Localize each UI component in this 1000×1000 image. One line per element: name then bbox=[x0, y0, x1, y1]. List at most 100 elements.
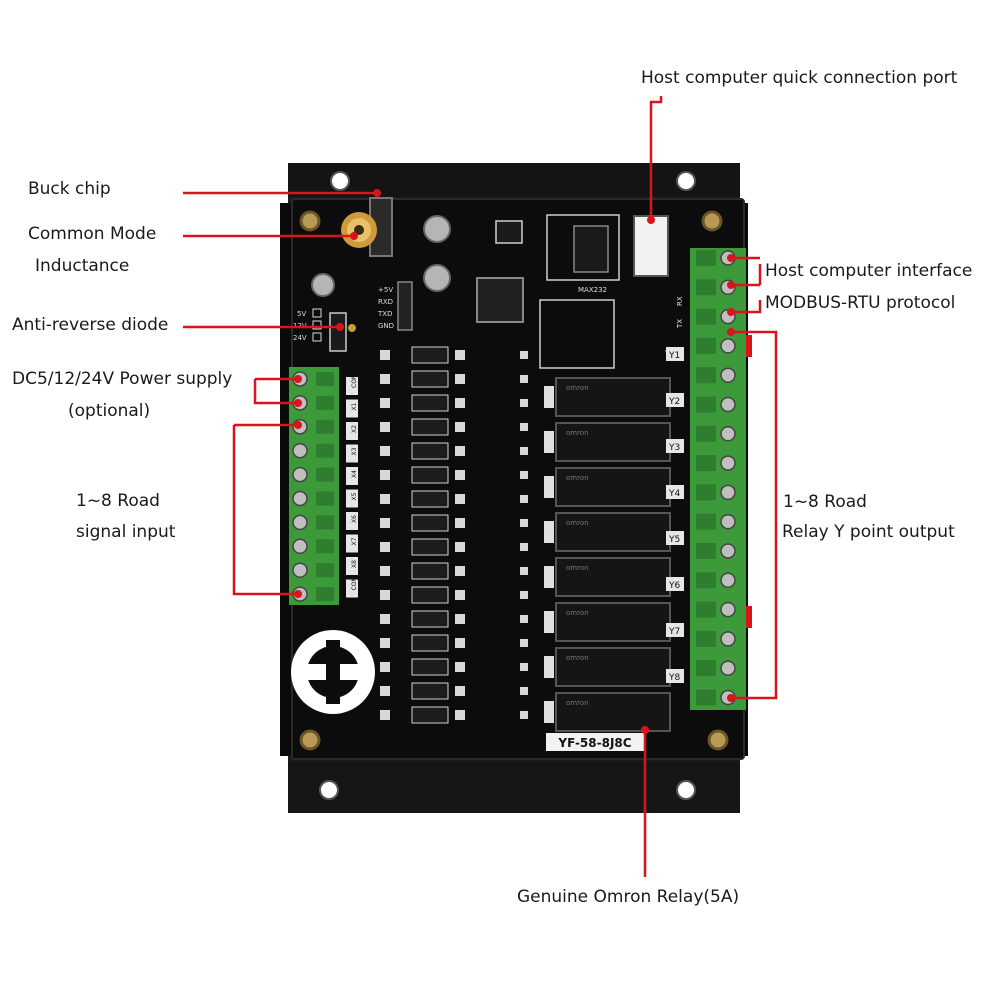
optocoupler bbox=[411, 418, 449, 436]
pin-5v-text: +5V bbox=[378, 286, 393, 294]
input-wire-slot bbox=[316, 372, 334, 386]
red-clip-top bbox=[746, 335, 752, 357]
omron-relay bbox=[555, 602, 671, 642]
output-label-plate bbox=[666, 439, 684, 453]
label-modbus: MODBUS-RTU protocol bbox=[765, 293, 956, 313]
host-quick-connector bbox=[633, 215, 669, 277]
label-inductance: Inductance bbox=[35, 256, 130, 276]
anti-reverse-diode bbox=[329, 312, 356, 352]
output-label-text: Y7 bbox=[668, 627, 680, 637]
input-label-plate bbox=[346, 467, 358, 485]
input-label-text: COM bbox=[351, 374, 358, 388]
label-host-interface: Host computer interface bbox=[765, 261, 973, 281]
label-buck-chip: Buck chip bbox=[28, 179, 111, 199]
output-screw-terminal bbox=[720, 338, 736, 354]
output-label-text: Y2 bbox=[668, 397, 680, 407]
label-optional: (optional) bbox=[68, 401, 151, 421]
relay-diode bbox=[544, 701, 554, 723]
input-label-text: COM bbox=[351, 576, 358, 590]
output-label-plate bbox=[666, 531, 684, 545]
smd-resistor bbox=[380, 398, 390, 408]
capacitors bbox=[311, 215, 451, 297]
smd-resistor bbox=[520, 423, 528, 431]
smd-resistor bbox=[455, 710, 465, 720]
input-label-text: X6 bbox=[351, 515, 358, 523]
output-label-text: Y3 bbox=[668, 443, 680, 453]
relay-diode bbox=[544, 656, 554, 678]
output-wire-slot bbox=[696, 308, 716, 325]
output-label-text: Y8 bbox=[668, 673, 680, 683]
output-wire-slot bbox=[696, 601, 716, 618]
smd-resistor bbox=[380, 566, 390, 576]
relay-brand-text: omron bbox=[566, 699, 589, 707]
smd-resistor bbox=[455, 590, 465, 600]
smd-resistor bbox=[380, 518, 390, 528]
relay-brand-text: omron bbox=[566, 519, 589, 527]
input-label-plate bbox=[346, 512, 358, 530]
output-wire-slot bbox=[696, 425, 716, 442]
output-wire-slot bbox=[696, 660, 716, 677]
optocoupler bbox=[411, 586, 449, 604]
input-label-text: X3 bbox=[351, 447, 358, 455]
output-wire-slot bbox=[696, 250, 716, 266]
smd-resistor bbox=[520, 495, 528, 503]
smd-resistor bbox=[455, 494, 465, 504]
brand-logo bbox=[291, 630, 375, 714]
label-input-road: 1~8 Road bbox=[76, 491, 160, 511]
callout-lines bbox=[183, 96, 778, 877]
optocoupler bbox=[411, 538, 449, 556]
input-wire-slot bbox=[316, 539, 334, 554]
smd-resistor bbox=[380, 422, 390, 432]
input-screw-terminal bbox=[292, 514, 308, 531]
mcu-chip bbox=[476, 277, 524, 323]
optocoupler bbox=[411, 346, 449, 364]
omron-relay bbox=[555, 557, 671, 597]
output-terminal-block bbox=[690, 248, 746, 710]
callout-host-interface bbox=[731, 256, 762, 314]
input-screw-terminal bbox=[292, 562, 308, 578]
relay-brand-text: omron bbox=[566, 384, 589, 392]
input-label-text: X8 bbox=[351, 560, 358, 568]
optocoupler bbox=[411, 514, 449, 532]
optocoupler bbox=[411, 394, 449, 412]
output-label-text: Y5 bbox=[668, 535, 680, 545]
label-omron: Genuine Omron Relay(5A) bbox=[517, 887, 740, 907]
max232-chip bbox=[546, 214, 620, 281]
input-label-plate bbox=[346, 579, 358, 598]
output-screw-terminal bbox=[720, 572, 736, 589]
output-wire-slot bbox=[696, 513, 716, 530]
port-tx-text: TX bbox=[676, 319, 684, 329]
relay-diode bbox=[544, 566, 554, 588]
input-wire-slot bbox=[316, 419, 334, 434]
input-label-plate bbox=[346, 489, 358, 508]
optocoupler bbox=[411, 634, 449, 652]
input-wire-slot bbox=[316, 515, 334, 530]
output-wire-slot bbox=[696, 630, 716, 647]
output-wire-slot bbox=[696, 572, 716, 589]
label-host-port: Host computer quick connection port bbox=[641, 68, 958, 88]
optocoupler-rows bbox=[380, 346, 528, 724]
output-label-plate bbox=[666, 669, 684, 683]
input-label-text: X1 bbox=[351, 402, 358, 410]
label-common-mode: Common Mode bbox=[28, 224, 157, 244]
output-label-plate bbox=[666, 577, 684, 591]
optocoupler bbox=[411, 442, 449, 460]
optocoupler-block bbox=[539, 299, 615, 369]
smd-resistor bbox=[455, 470, 465, 480]
input-screw-terminal bbox=[292, 490, 308, 507]
smd-resistor bbox=[520, 663, 528, 671]
omron-relay bbox=[555, 692, 671, 732]
input-screw-terminal bbox=[292, 442, 308, 459]
smd-resistor bbox=[380, 350, 390, 360]
input-label-plate bbox=[346, 444, 358, 463]
port-rx-text: RX bbox=[676, 296, 684, 306]
callout-input bbox=[232, 423, 298, 596]
callout-dots bbox=[294, 189, 735, 734]
smd-resistor bbox=[520, 471, 528, 479]
rail-holes bbox=[319, 171, 696, 800]
label-output-road: 1~8 Road bbox=[783, 492, 867, 512]
voltage-24v-text: 24V bbox=[293, 334, 307, 342]
relay-diode bbox=[544, 431, 554, 453]
smd-resistor bbox=[455, 422, 465, 432]
